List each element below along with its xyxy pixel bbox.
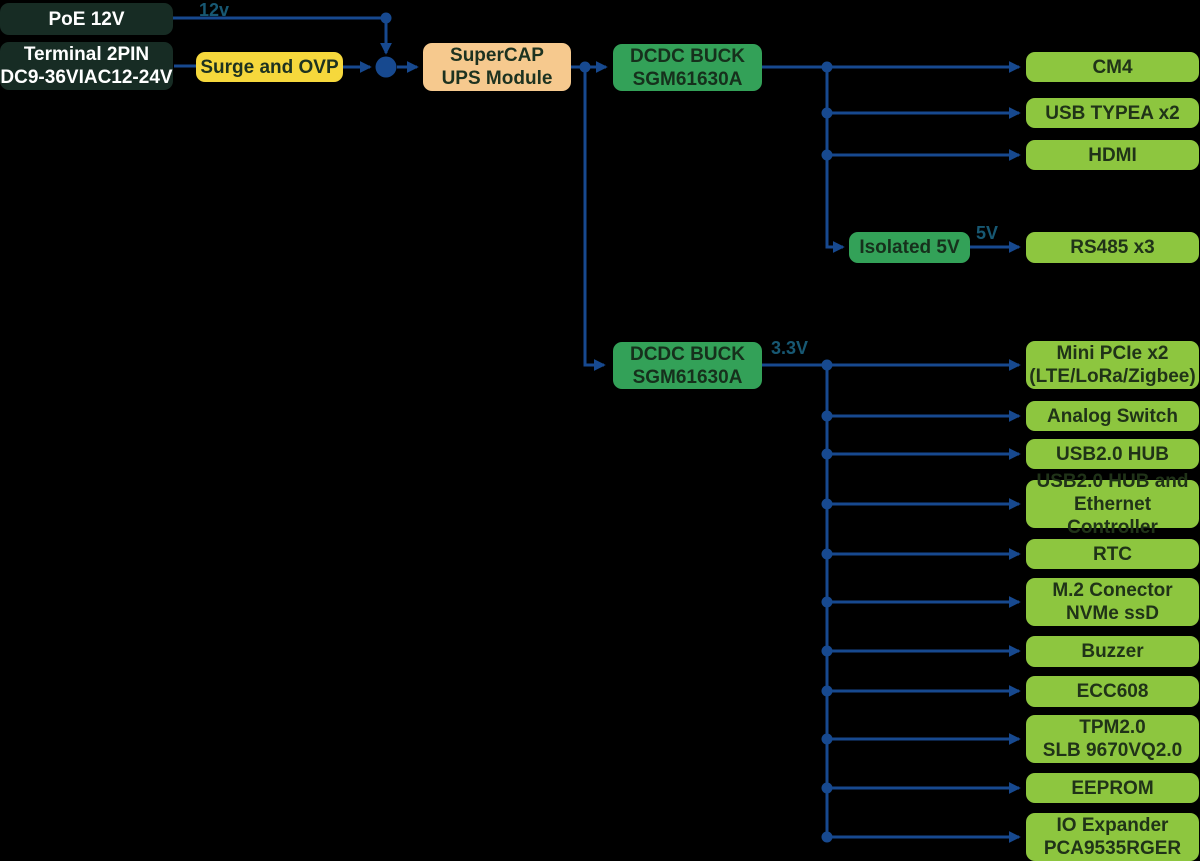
junction-dot-bus2-io-expander <box>821 831 833 843</box>
junction-dot-bus2-rtc <box>821 548 833 560</box>
node-poe-12v: PoE 12V <box>0 3 173 35</box>
node-ecc608: ECC608 <box>1026 676 1199 707</box>
junction-dot-bus1-cm4 <box>821 61 833 73</box>
node-io-expander: IO Expander PCA9535RGER <box>1026 813 1199 861</box>
node-dcdc-buck-2: DCDC BUCK SGM61630A <box>613 342 762 389</box>
node-terminal-2pin: Terminal 2PIN DC9-36VIAC12-24V <box>0 42 173 90</box>
node-isolated-5v: Isolated 5V <box>849 232 970 263</box>
node-dcdc-buck-1: DCDC BUCK SGM61630A <box>613 44 762 91</box>
junction-dot-bus2-m2 <box>821 596 833 608</box>
node-cm4: CM4 <box>1026 52 1199 82</box>
junction-dot-bus2-tpm <box>821 733 833 745</box>
junction-dot-bus2-ecc608 <box>821 685 833 697</box>
junction-dot-bus1-hdmi <box>821 149 833 161</box>
label-5v: 5V <box>976 223 999 243</box>
node-surge-ovp: Surge and OVP <box>196 52 343 82</box>
junction-dot-bus2-usb-hub-eth <box>821 498 833 510</box>
node-mini-pcie: Mini PCIe x2 (LTE/LoRa/Zigbee) <box>1026 341 1199 389</box>
junction-dot-supercap-out <box>579 61 591 73</box>
junction-dot-bus2-buzzer <box>821 645 833 657</box>
node-usb-hub: USB2.0 HUB <box>1026 439 1199 469</box>
junction-dot-bus2-eeprom <box>821 782 833 794</box>
label-3-3v: 3.3V <box>771 338 809 358</box>
node-analog-switch: Analog Switch <box>1026 401 1199 431</box>
junction-dot-bus2-mini-pcie <box>821 359 833 371</box>
node-tpm: TPM2.0 SLB 9670VQ2.0 <box>1026 715 1199 763</box>
junction-dot-bus2-usb-hub <box>821 448 833 460</box>
node-supercap-ups: SuperCAP UPS Module <box>423 43 571 91</box>
node-usb-typea: USB TYPEA x2 <box>1026 98 1199 128</box>
node-usb-hub-ethernet: USB2.0 HUB and Ethernet Controller <box>1026 471 1199 538</box>
node-hdmi: HDMI <box>1026 140 1199 170</box>
node-buzzer: Buzzer <box>1026 636 1199 667</box>
merge-dot-power-input <box>375 56 397 78</box>
junction-dot-bus2-analog-switch <box>821 410 833 422</box>
junction-dot-bus1-usb-typea <box>821 107 833 119</box>
wire-supercap-to-dcdc2 <box>583 67 606 371</box>
node-rs485: RS485 x3 <box>1026 232 1199 263</box>
label-12v: 12v <box>199 0 230 20</box>
node-m2-connector: M.2 Conector NVMe ssD <box>1026 578 1199 626</box>
bus1-vertical-to-isolated <box>825 67 845 253</box>
junction-dot-12v-corner <box>380 12 392 24</box>
node-eeprom: EEPROM <box>1026 773 1199 803</box>
node-rtc: RTC <box>1026 539 1199 569</box>
